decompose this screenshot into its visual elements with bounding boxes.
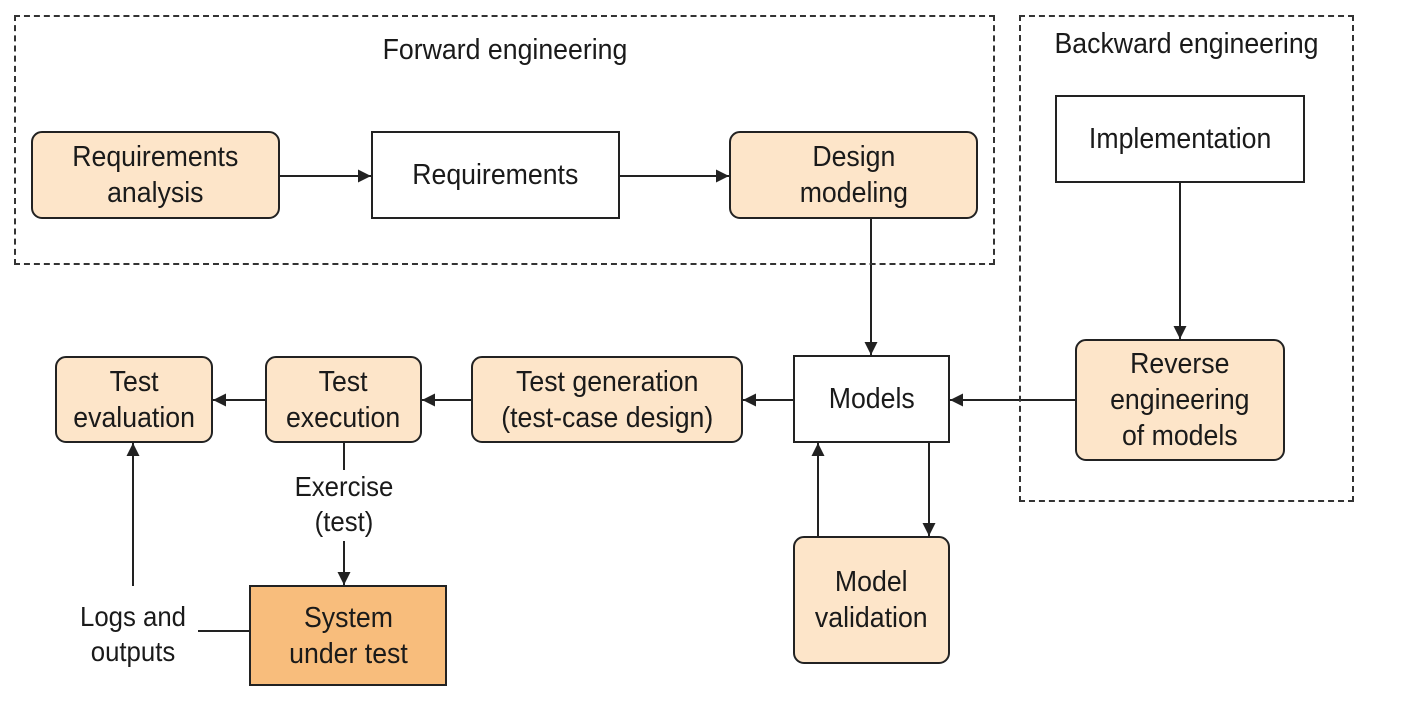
models-line-1: Models	[828, 383, 915, 415]
test-generation-line-2: (test-case design)	[500, 401, 714, 434]
requirements-analysis-line-2: analysis	[107, 177, 204, 209]
reverse-engineering-line-1: Reverse	[1130, 348, 1230, 380]
test-evaluation-line-2: evaluation	[73, 401, 195, 434]
implementation-line-1: Implementation	[1088, 123, 1272, 155]
requirements-analysis-line-1: Requirements	[72, 141, 239, 173]
system-under-test-node[interactable]: System under test	[249, 585, 447, 686]
system-under-test-line-1: System	[303, 601, 393, 634]
exercise-test-label: Exercise (test)	[264, 469, 424, 539]
forward-engineering-title: Forward engineering	[382, 34, 628, 66]
requirements-line-1: Requirements	[412, 159, 579, 191]
design-modeling-node[interactable]: Design modeling	[729, 131, 978, 219]
design-modeling-line-2: modeling	[799, 177, 908, 209]
system-under-test-line-2: under test	[288, 637, 408, 670]
exercise-label-line-2: (test)	[314, 506, 374, 537]
test-generation-line-1: Test generation	[515, 365, 699, 398]
design-modeling-line-1: Design	[811, 141, 896, 173]
test-evaluation-line-1: Test	[109, 365, 159, 398]
forward-engineering-region	[14, 15, 995, 265]
logs-label-line-2: outputs	[90, 636, 176, 667]
model-validation-line-2: validation	[815, 602, 928, 634]
reverse-engineering-line-3: of models	[1122, 420, 1238, 452]
logs-label-line-1: Logs and	[79, 601, 187, 632]
model-validation-line-1: Model	[835, 566, 908, 598]
reverse-engineering-node[interactable]: Reverse engineering of models	[1075, 339, 1285, 461]
requirements-node[interactable]: Requirements	[371, 131, 620, 219]
models-node[interactable]: Models	[793, 355, 950, 443]
test-execution-line-1: Test	[319, 365, 368, 398]
backward-engineering-region	[1019, 15, 1354, 502]
backward-engineering-title: Backward engineering	[1054, 28, 1319, 60]
implementation-node[interactable]: Implementation	[1055, 95, 1305, 183]
model-validation-node[interactable]: Model validation	[793, 536, 950, 664]
reverse-engineering-line-2: engineering	[1110, 384, 1250, 416]
requirements-analysis-node[interactable]: Requirements analysis	[31, 131, 280, 219]
logs-and-outputs-label: Logs and outputs	[58, 599, 208, 669]
test-execution-node[interactable]: Test execution	[265, 356, 422, 443]
test-evaluation-node[interactable]: Test evaluation	[55, 356, 213, 443]
exercise-label-line-1: Exercise	[294, 471, 394, 502]
test-generation-node[interactable]: Test generation (test-case design)	[471, 356, 743, 443]
test-execution-line-2: execution	[286, 401, 401, 434]
